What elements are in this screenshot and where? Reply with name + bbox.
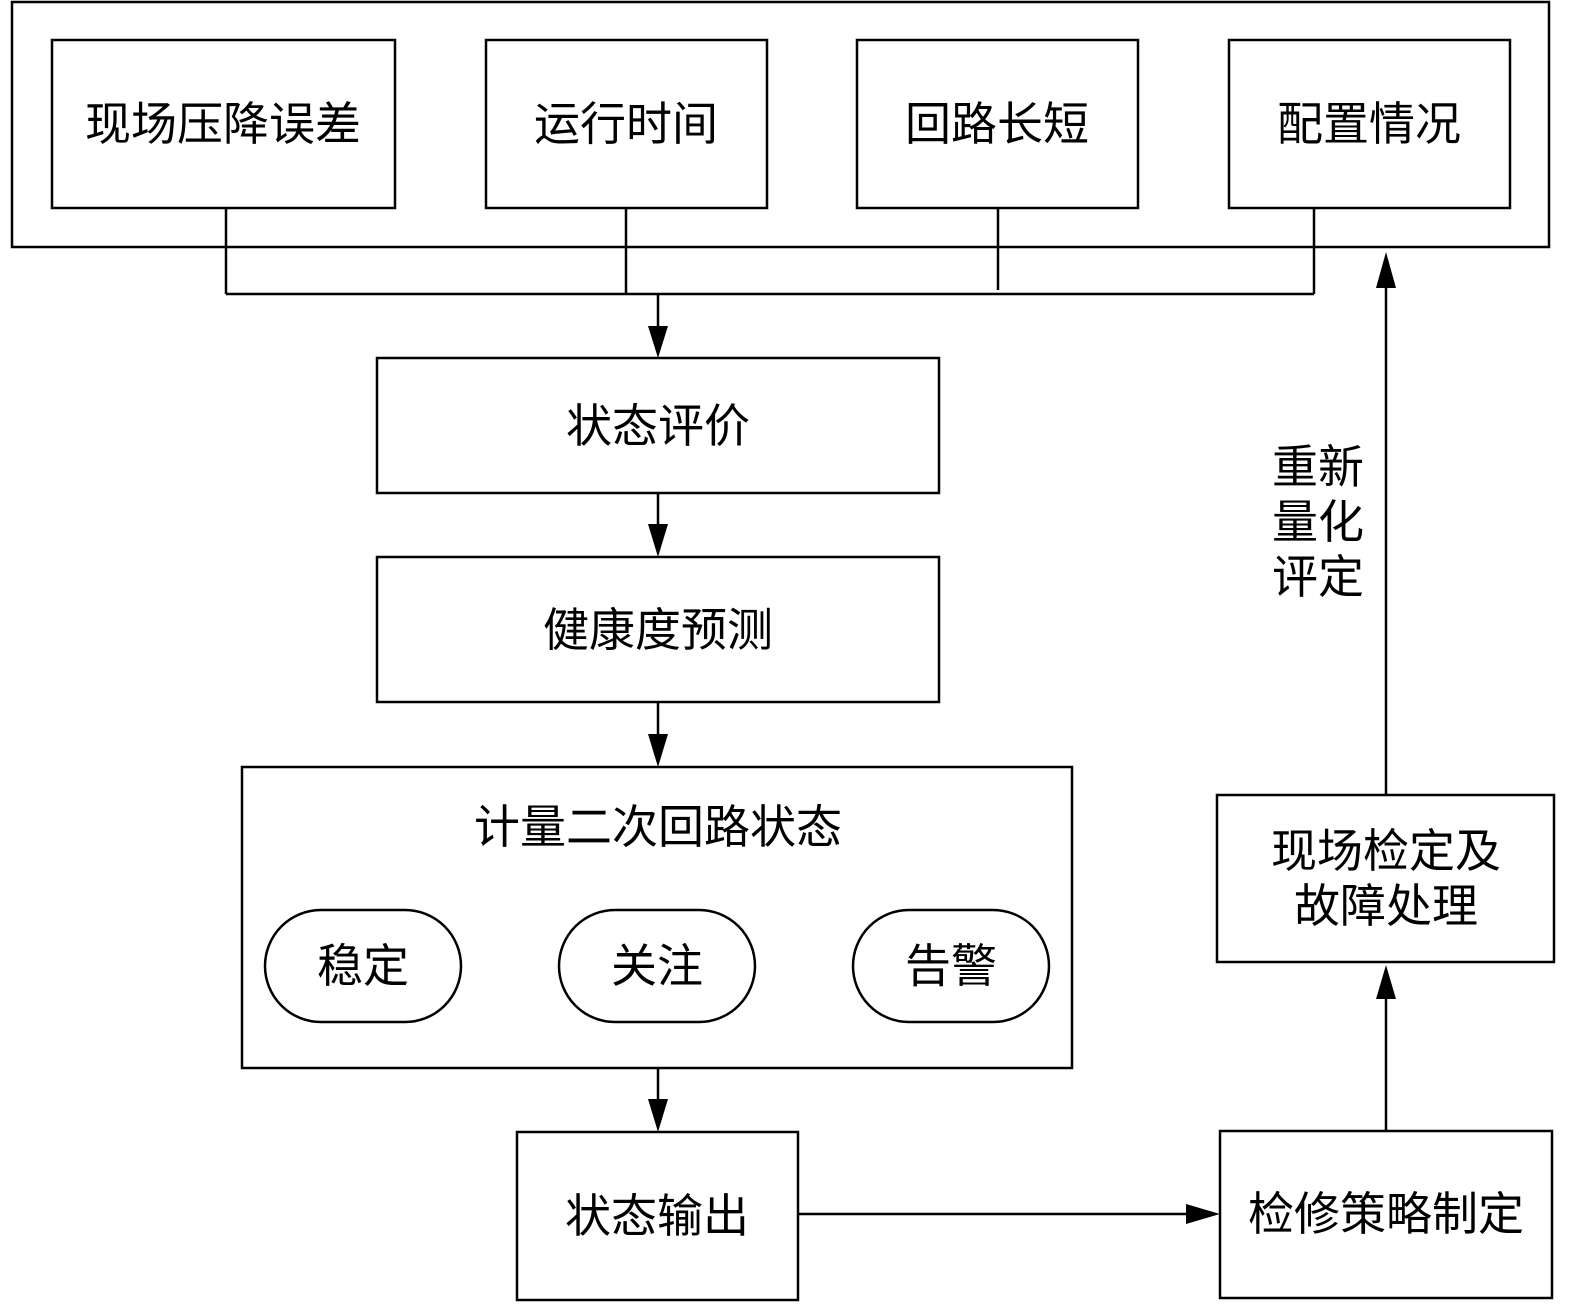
- factor-loop-length-label: 回路长短: [905, 97, 1089, 151]
- arrow-to-strategy: [1186, 1204, 1220, 1224]
- requantify-line2: 量化: [1272, 495, 1364, 549]
- arrow-to-output: [648, 1099, 668, 1132]
- state-alarm-label: 告警: [905, 939, 997, 993]
- status-evaluation-box: 状态评价: [375, 356, 941, 495]
- state-alarm: [851, 908, 1051, 1024]
- factor-collector-lines: [224, 208, 1316, 358]
- arrow-to-factors: [1376, 252, 1396, 288]
- loop-status-box: 计量二次回路状态 稳定 关注 告警: [240, 765, 1074, 1070]
- state-stable-label: 稳定: [317, 939, 409, 993]
- maintenance-strategy-box: 检修策略制定: [1218, 1129, 1554, 1300]
- status-evaluation-label: 状态评价: [566, 399, 750, 453]
- arrow-to-health: [648, 524, 668, 557]
- factor-configuration: 配置情况: [1227, 38, 1512, 210]
- state-attention: [557, 908, 757, 1024]
- factor-pressure-drop-label: 现场压降误差: [85, 97, 361, 151]
- loop-status-title: 计量二次回路状态: [474, 800, 842, 854]
- state-stable: [263, 908, 463, 1024]
- factor-loop-length: 回路长短: [855, 38, 1140, 210]
- state-attention-label: 关注: [611, 939, 703, 993]
- factor-pressure-drop: 现场压降误差: [50, 38, 397, 210]
- maintenance-strategy-label: 检修策略制定: [1248, 1187, 1524, 1241]
- requantify-line1: 重新: [1272, 440, 1364, 494]
- arrow-to-inspection: [1376, 965, 1396, 999]
- factor-configuration-label: 配置情况: [1277, 97, 1461, 151]
- field-inspection-box: 现场检定及 故障处理: [1215, 793, 1556, 964]
- health-prediction-label: 健康度预测: [543, 603, 773, 657]
- status-output-box: 状态输出: [515, 1130, 800, 1302]
- status-output-label: 状态输出: [565, 1189, 749, 1243]
- field-inspection-line1: 现场检定及: [1271, 824, 1501, 878]
- factor-runtime-label: 运行时间: [534, 97, 718, 151]
- health-prediction-box: 健康度预测: [375, 555, 941, 704]
- requantify-label: 重新 量化 评定: [1272, 440, 1364, 604]
- requantify-line3: 评定: [1272, 550, 1364, 604]
- arrow-to-loop-status: [648, 734, 668, 767]
- field-inspection-line2: 故障处理: [1294, 879, 1478, 933]
- factor-runtime: 运行时间: [484, 38, 769, 210]
- arrow-to-evaluation: [648, 326, 668, 358]
